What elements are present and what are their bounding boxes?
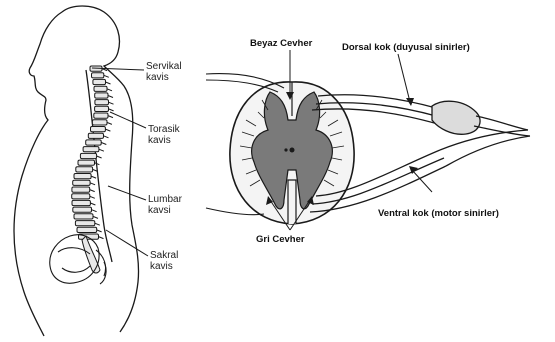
label-servikal-line2: kavis — [146, 72, 182, 83]
leader-dorsal-kok — [398, 54, 410, 102]
spinous-process — [99, 149, 104, 151]
spinous-process — [109, 109, 114, 111]
spinous-process — [105, 129, 110, 131]
label-ventral-kok: Ventral kok (motor sinirler) — [378, 208, 499, 219]
spinous-process — [90, 203, 95, 205]
pelvis — [50, 235, 106, 284]
vertebra — [77, 227, 97, 232]
vertebra — [73, 180, 90, 185]
vertebra — [75, 221, 94, 226]
label-dorsal-kok: Dorsal kok (duyusal sinirler) — [342, 42, 470, 53]
vertebra — [88, 133, 103, 138]
vertebra — [92, 120, 107, 125]
central-canal — [290, 148, 295, 153]
vertebra — [76, 167, 93, 172]
vertebra — [94, 113, 108, 118]
label-sakral-line1: Sakral — [150, 250, 178, 261]
spinous-process — [99, 237, 104, 239]
spinous-process — [104, 75, 109, 77]
vertebra — [83, 147, 99, 152]
spinous-process — [90, 196, 95, 198]
label-beyaz-cevher: Beyaz Cevher — [250, 38, 312, 49]
spinous-process — [108, 96, 113, 98]
arm-outline — [86, 70, 112, 262]
label-torasik-line1: Torasik — [148, 124, 180, 135]
spinous-process — [104, 136, 109, 138]
sacrum — [82, 236, 100, 273]
dorsal-ganglion — [432, 101, 480, 134]
vertebra — [80, 153, 96, 158]
spinous-process — [93, 216, 98, 218]
spinous-process — [90, 190, 95, 192]
spinous-process — [107, 89, 112, 91]
vertebra — [78, 160, 95, 165]
label-sakral: Sakral kavis — [150, 250, 178, 272]
vertebra — [86, 140, 102, 145]
label-lumbar: Lumbar kavsi — [148, 194, 182, 216]
spinous-process — [101, 143, 106, 145]
label-servikal-line1: Servikal — [146, 61, 182, 72]
central-dot — [284, 148, 287, 151]
leader-sakral — [106, 230, 148, 256]
spinous-process — [90, 183, 95, 185]
spinous-process — [107, 122, 112, 124]
vertebra — [72, 194, 90, 199]
leader-lumbar — [108, 186, 146, 200]
spinous-process — [92, 210, 97, 212]
label-lumbar-line2: kavsi — [148, 205, 182, 216]
label-lumbar-line1: Lumbar — [148, 194, 182, 205]
vertebra — [94, 86, 107, 91]
vertebra — [73, 207, 92, 212]
vertebra — [72, 200, 90, 205]
vertebra — [74, 214, 93, 219]
spinous-process — [97, 230, 102, 232]
label-torasik: Torasik kavis — [148, 124, 180, 146]
vertebra — [93, 79, 106, 84]
label-gri-cevher: Gri Cevher — [256, 234, 305, 245]
spinous-process — [91, 176, 96, 178]
vertebra — [92, 73, 104, 78]
label-servikal: Servikal kavis — [146, 61, 182, 83]
vertebra — [95, 93, 108, 98]
spinous-process — [106, 82, 111, 84]
vertebra — [74, 174, 91, 179]
label-sakral-line2: kavis — [150, 261, 178, 272]
anterior-fissure — [288, 180, 296, 224]
vertebra — [72, 187, 90, 192]
spinous-process — [109, 102, 114, 104]
label-torasik-line2: kavis — [148, 135, 180, 146]
spinous-process — [97, 156, 102, 158]
vertebra — [95, 106, 109, 111]
vertebra — [91, 127, 106, 132]
vertebra — [95, 100, 109, 105]
spinous-process — [108, 116, 113, 118]
spinous-process — [95, 223, 100, 225]
leader-torasik — [110, 112, 146, 128]
